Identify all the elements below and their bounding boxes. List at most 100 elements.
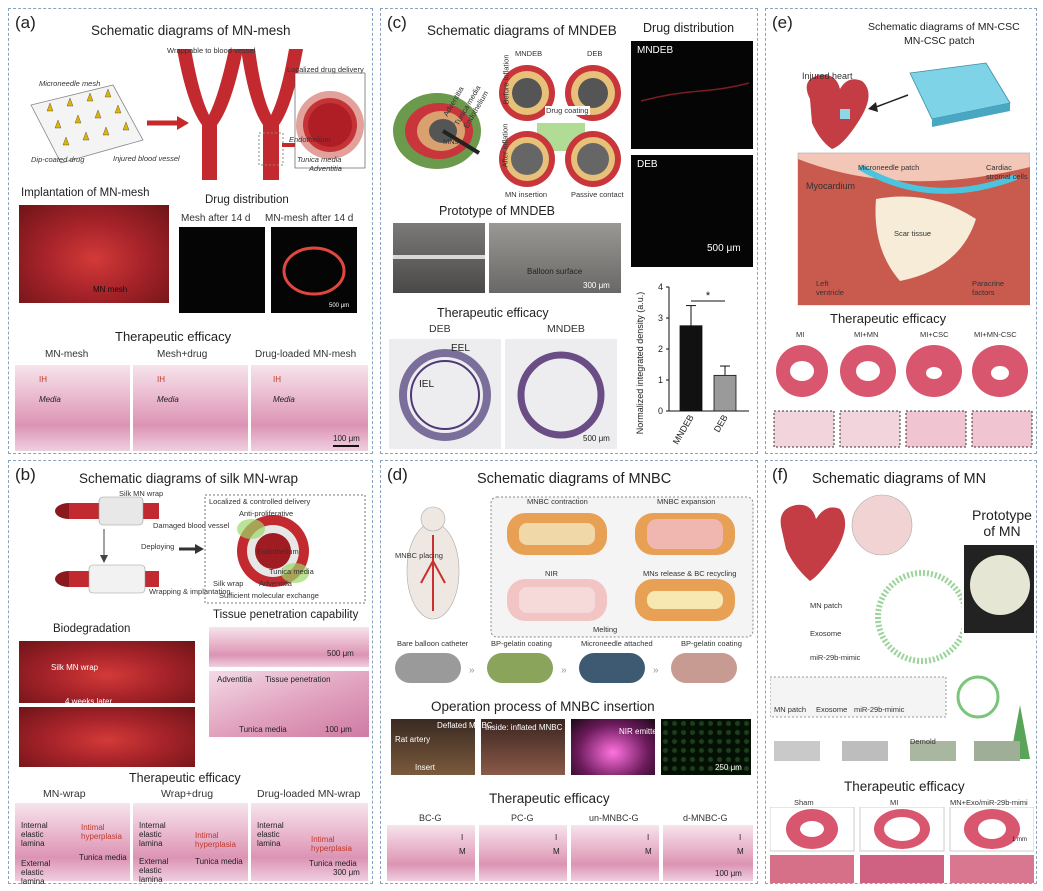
mnbc-schematic <box>389 491 755 641</box>
blood-vessel-illustration <box>177 49 303 180</box>
ring-scale-label: 500 μm <box>583 434 610 443</box>
he-label-eel-1: External elastic lamina <box>21 859 69 886</box>
label-nir: NIR <box>545 569 558 578</box>
ih-label-2: IH <box>157 375 165 384</box>
he-label-ih-2: Intimal hyperplasia <box>195 831 241 849</box>
scale-bar-a <box>333 445 359 447</box>
biodegradation-photo-1 <box>19 641 195 703</box>
legend-exosome: Exosome <box>810 629 841 638</box>
scale-label-a: 100 μm <box>333 434 360 443</box>
label-deb: DEB <box>587 49 602 58</box>
ring-image-deb <box>389 339 501 449</box>
he-d-label-m-2: M <box>553 847 560 856</box>
label-myocardium: Myocardium <box>806 181 855 191</box>
bar-chart: Normalized integrated density (a.u.) 012… <box>633 271 755 451</box>
panel-e: (e) Schematic diagrams of MN-CSC MN-CSC … <box>765 8 1037 454</box>
panel-d-title: Schematic diagrams of MNBC <box>477 471 671 487</box>
biodegradation-title: Biodegradation <box>53 623 130 635</box>
panel-e-title: Schematic diagrams of MN-CSC <box>868 21 1020 33</box>
microneedle-mesh-illustration <box>31 85 143 163</box>
catheter-process: » » » <box>389 641 755 699</box>
efficacy-label-d-mnbc: d-MNBC-G <box>683 813 728 823</box>
heart-sections-e <box>770 343 1034 451</box>
heart-label-mi: MI <box>796 330 804 339</box>
he-label-media-3: Tunica media <box>309 859 357 868</box>
efficacy-title-e: Therapeutic efficacy <box>830 311 946 326</box>
tissue-image-1 <box>209 627 369 667</box>
fabrication-row <box>770 675 1034 775</box>
panel-c-label: (c) <box>387 13 407 33</box>
efficacy-label-mn-wrap: MN-wrap <box>43 788 86 800</box>
prototype-scale-c: 300 μm <box>583 281 610 290</box>
ring-drawing-mndeb <box>505 339 617 449</box>
he-d-label-m-3: M <box>645 847 652 856</box>
panel-a: (a) Schematic diagrams of MN-mesh Micron… <box>8 8 373 454</box>
panel-b-label: (b) <box>15 465 36 485</box>
efficacy-label-mn-mesh: MN-mesh <box>45 349 88 360</box>
panel-b-title: Schematic diagrams of silk MN-wrap <box>79 471 298 486</box>
prototype-photo-1 <box>393 223 485 293</box>
efficacy-title-d: Therapeutic efficacy <box>489 791 610 806</box>
label-microneedle-mesh: Microneedle mesh <box>39 79 100 88</box>
op-label-nir-emitter: NIR emitter <box>619 727 659 736</box>
he-label-ih-1: Intimal hyperplasia <box>81 823 127 841</box>
label-left-ventricle: Left ventricle <box>816 279 856 297</box>
label-tunica-media: Tunica media <box>297 155 341 164</box>
y-tick-label: 3 <box>658 313 663 323</box>
ring-eel-label: EEL <box>451 343 470 354</box>
tissue-label-penetration: Tissue penetration <box>265 675 331 684</box>
label-paracrine: Paracrine factors <box>972 279 1022 297</box>
implant-mn-mesh-label: MN mesh <box>93 285 127 294</box>
he-label-media-2: Tunica media <box>195 857 243 866</box>
tissue-label-media: Tunica media <box>239 725 287 734</box>
efficacy-title-b: Therapeutic efficacy <box>129 771 241 785</box>
y-tick-label: 0 <box>658 406 663 416</box>
label-deploying: Deploying <box>141 542 174 551</box>
label-injured-vessel: Injured blood vessel <box>113 154 180 163</box>
he-d-label-i-2: I <box>555 833 557 842</box>
vessel-cross-section <box>295 73 365 168</box>
mn-exosome-schematic <box>772 491 962 667</box>
he-label-media-1: Tunica media <box>79 853 127 862</box>
prototype-title-c: Prototype of MNDEB <box>439 204 555 218</box>
ih-label-3: IH <box>273 375 281 384</box>
balloon-diagrams <box>499 65 621 187</box>
media-label-2: Media <box>157 395 179 404</box>
svg-text:»: » <box>469 665 475 676</box>
x-tick-label: MNDEB <box>671 413 696 446</box>
prototype-title-f: Prototype of MN <box>972 507 1032 539</box>
panel-d-label: (d) <box>387 465 408 485</box>
svg-text:»: » <box>653 665 659 676</box>
significance-star: * <box>706 290 711 302</box>
catheter-line <box>393 255 485 259</box>
heart-label-sham: Sham <box>794 798 814 807</box>
panel-a-label: (a) <box>15 13 36 33</box>
drug-image-mn-mesh <box>271 227 357 313</box>
he-d-label-i: I <box>461 833 463 842</box>
label-adventitia-b: Adventitia <box>259 579 292 588</box>
label-adventitia: Adventitia <box>309 164 342 173</box>
mn-mesh-fluorescence-ring <box>271 227 357 313</box>
operation-title: Operation process of MNBC insertion <box>431 699 655 714</box>
label-scar-tissue: Scar tissue <box>894 229 931 238</box>
y-tick-label: 4 <box>658 282 663 292</box>
panel-c: (c) Schematic diagrams of MNDEB Adventit… <box>380 8 758 454</box>
svg-text:»: » <box>561 665 567 676</box>
bar-deb <box>714 375 736 411</box>
biodeg-label-4weeks: 4 weeks later <box>65 697 112 706</box>
drug-label-deb: DEB <box>637 159 658 170</box>
row-label-mn-patch: MN patch <box>774 705 806 714</box>
label-localized-controlled: Localized & controlled delivery <box>209 497 310 506</box>
efficacy-label-wrap-drug: Wrap+drug <box>161 788 213 800</box>
label-mnbc-expansion: MNBC expansion <box>657 497 715 506</box>
efficacy-label-un-mnbc: un-MNBC-G <box>589 813 639 823</box>
panel-c-title: Schematic diagrams of MNDEB <box>427 23 617 38</box>
op-label-rat-artery: Rat artery <box>395 735 430 744</box>
row-label-demold: Demold <box>910 737 936 746</box>
he-image-mn-mesh <box>15 365 130 451</box>
row-label-exosome: Exosome <box>816 705 847 714</box>
label-cardiac-stromal: Cardiac stromal cells <box>986 163 1030 181</box>
legend-mn-patch: MN patch <box>810 601 842 610</box>
panel-f-label: (f) <box>772 465 788 485</box>
label-anti-proliferative: Anti-proliferative <box>239 509 293 518</box>
